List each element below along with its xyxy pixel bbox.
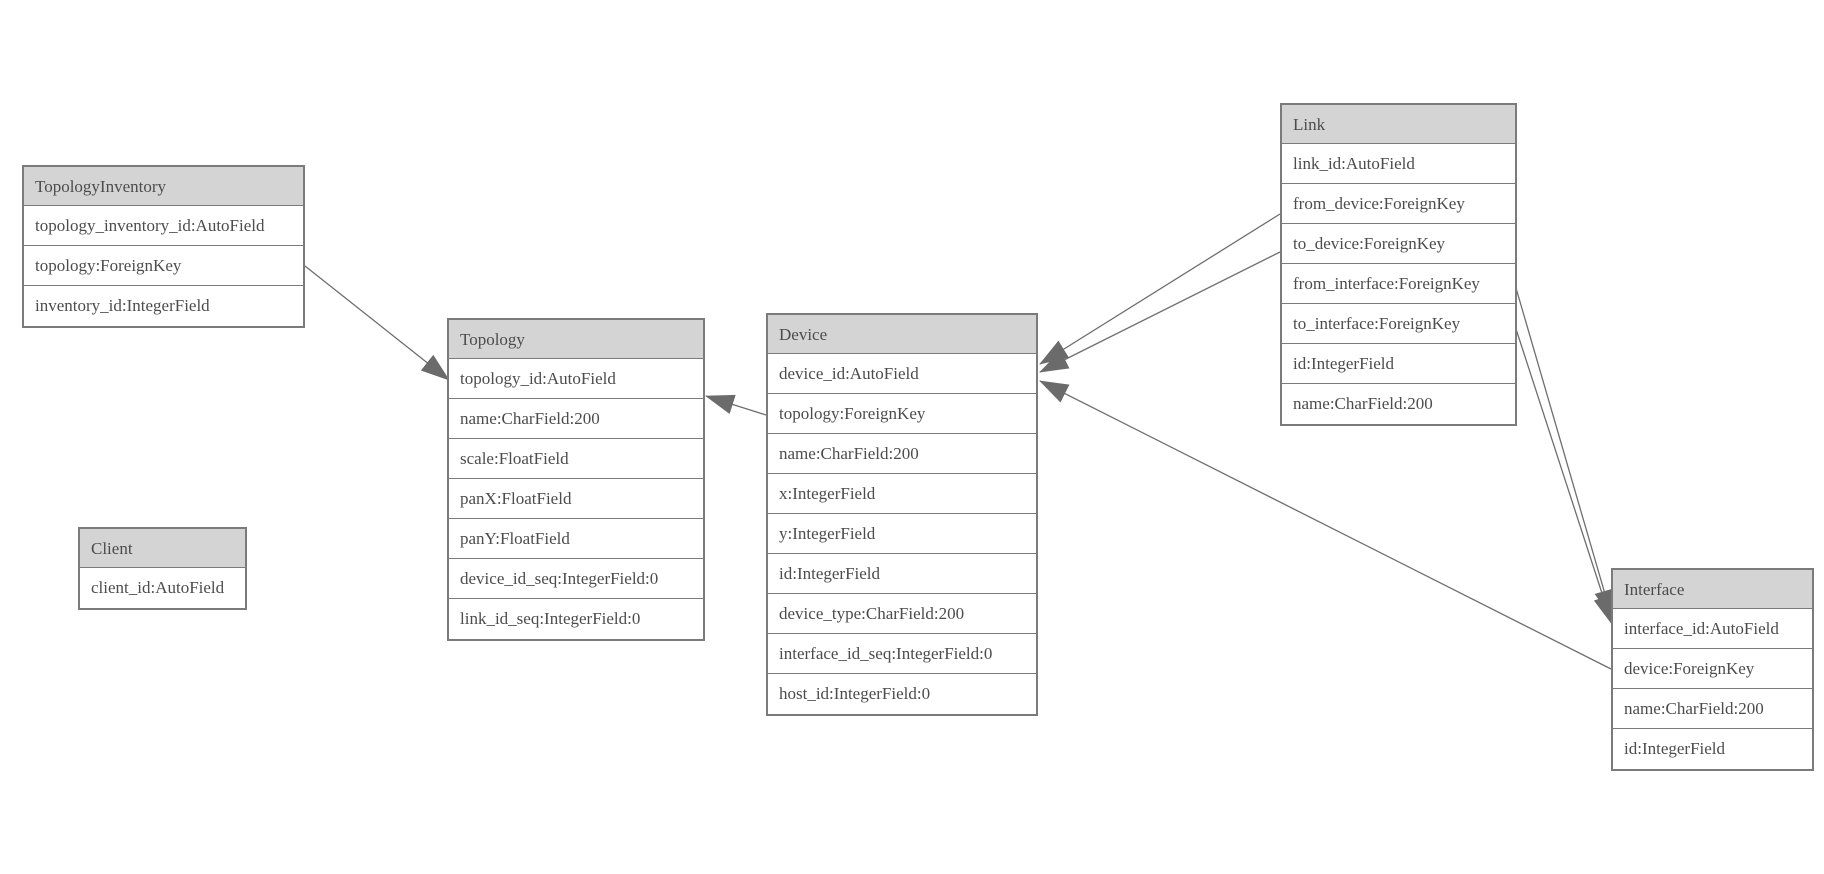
field-row: client_id:AutoField bbox=[80, 568, 245, 608]
relation-line-link-to_interface-to-interface bbox=[1515, 328, 1613, 625]
field-row: y:IntegerField bbox=[768, 514, 1036, 554]
relation-line-topologyinventory-topology-to-topology bbox=[304, 265, 450, 381]
relation-line-link-from_interface-to-interface bbox=[1515, 287, 1614, 619]
field-row: device_id_seq:IntegerField:0 bbox=[449, 559, 703, 599]
entity-table-client: Client client_id:AutoField bbox=[78, 527, 247, 610]
field-row: topology:ForeignKey bbox=[768, 394, 1036, 434]
field-row: device:ForeignKey bbox=[1613, 649, 1812, 689]
field-row: inventory_id:IntegerField bbox=[24, 286, 303, 326]
field-row: topology_inventory_id:AutoField bbox=[24, 206, 303, 246]
field-row: id:IntegerField bbox=[1282, 344, 1515, 384]
field-row: x:IntegerField bbox=[768, 474, 1036, 514]
field-row: from_device:ForeignKey bbox=[1282, 184, 1515, 224]
field-row: topology:ForeignKey bbox=[24, 246, 303, 286]
relation-line-link-to_device-to-device bbox=[1039, 251, 1281, 373]
field-row: device_id:AutoField bbox=[768, 354, 1036, 394]
relation-line-device-topology-to-topology bbox=[705, 394, 767, 416]
field-row: name:CharField:200 bbox=[1282, 384, 1515, 424]
entity-title: Interface bbox=[1613, 570, 1812, 609]
relation-line-link-from_device-to-device bbox=[1039, 213, 1281, 365]
field-row: device_type:CharField:200 bbox=[768, 594, 1036, 634]
field-row: id:IntegerField bbox=[1613, 729, 1812, 769]
entity-fields: client_id:AutoField bbox=[80, 568, 245, 608]
entity-title: Device bbox=[768, 315, 1036, 354]
field-row: link_id_seq:IntegerField:0 bbox=[449, 599, 703, 639]
entity-title: Client bbox=[80, 529, 245, 568]
field-row: link_id:AutoField bbox=[1282, 144, 1515, 184]
field-row: id:IntegerField bbox=[768, 554, 1036, 594]
field-row: panY:FloatField bbox=[449, 519, 703, 559]
field-row: name:CharField:200 bbox=[449, 399, 703, 439]
field-row: name:CharField:200 bbox=[1613, 689, 1812, 729]
field-row: scale:FloatField bbox=[449, 439, 703, 479]
field-row: host_id:IntegerField:0 bbox=[768, 674, 1036, 714]
entity-title: Link bbox=[1282, 105, 1515, 144]
field-row: panX:FloatField bbox=[449, 479, 703, 519]
field-row: topology_id:AutoField bbox=[449, 359, 703, 399]
field-row: interface_id:AutoField bbox=[1613, 609, 1812, 649]
field-row: to_device:ForeignKey bbox=[1282, 224, 1515, 264]
entity-table-topology-inventory: TopologyInventory topology_inventory_id:… bbox=[22, 165, 305, 328]
entity-title: Topology bbox=[449, 320, 703, 359]
field-row: interface_id_seq:IntegerField:0 bbox=[768, 634, 1036, 674]
field-row: to_interface:ForeignKey bbox=[1282, 304, 1515, 344]
entity-title: TopologyInventory bbox=[24, 167, 303, 206]
field-row: from_interface:ForeignKey bbox=[1282, 264, 1515, 304]
field-row: name:CharField:200 bbox=[768, 434, 1036, 474]
relation-line-interface-device-to-device bbox=[1039, 380, 1612, 670]
